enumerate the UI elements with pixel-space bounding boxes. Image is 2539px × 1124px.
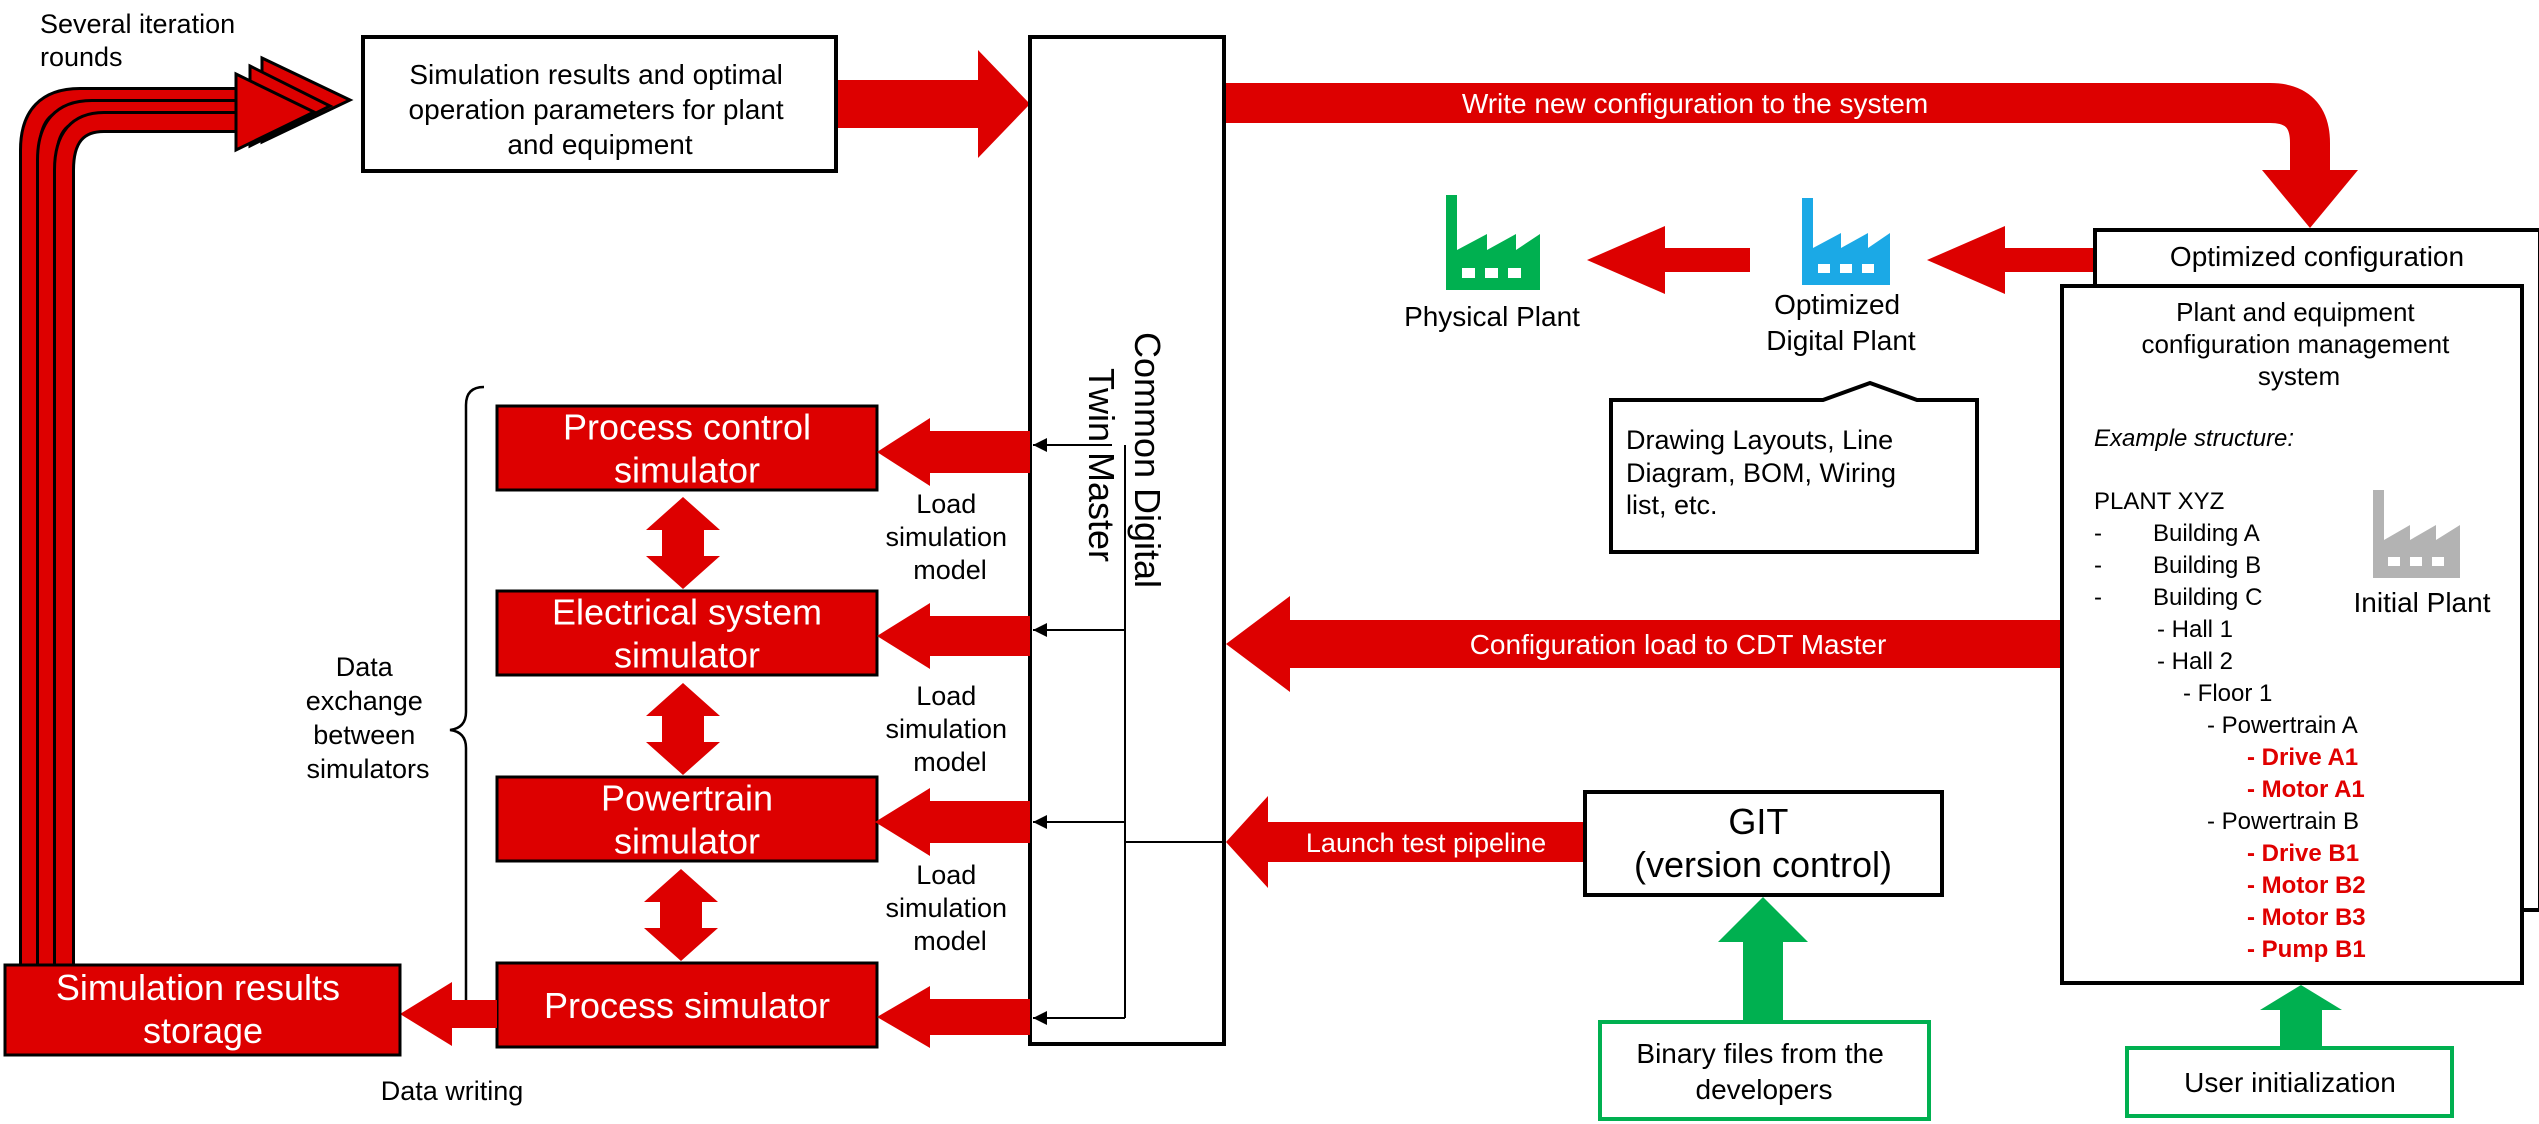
data-exchange-label: Data exchange between simulators bbox=[306, 652, 431, 784]
example-structure-label: Example structure: bbox=[2094, 425, 2294, 452]
physical-plant-label: Physical Plant bbox=[1404, 301, 1580, 332]
user-init-label: User initialization bbox=[2184, 1067, 2396, 1098]
optimized-plant-label: Optimized Digital Plant bbox=[1766, 289, 1916, 356]
callout-box bbox=[1609, 380, 1979, 554]
iteration-label: Several iteration rounds bbox=[40, 9, 243, 72]
results-to-cdt-arrow bbox=[838, 50, 1030, 158]
data-writing-label: Data writing bbox=[381, 1076, 524, 1106]
cdt-to-simulator-arrow-3 bbox=[875, 788, 1030, 856]
launch-test-arrow bbox=[1226, 796, 1583, 888]
cdt-master-label: Common Digital Twin Master bbox=[1081, 332, 1168, 598]
process-to-storage-arrow bbox=[400, 982, 497, 1046]
tree-item: - Powertrain A bbox=[2207, 712, 2358, 739]
tree-item: - Floor 1 bbox=[2183, 680, 2272, 707]
storage-box bbox=[3, 963, 402, 1057]
load-label-2: Load simulation model bbox=[885, 681, 1014, 777]
binary-files-box bbox=[1598, 1020, 1931, 1121]
user-init-box bbox=[2125, 1046, 2454, 1118]
config-to-optimized-arrow bbox=[1927, 226, 2093, 294]
write-config-label: Write new configuration to the system bbox=[1462, 88, 1928, 119]
optimized-plant-factory-icon bbox=[1802, 198, 1890, 285]
cdt-internal-lines bbox=[1124, 445, 1224, 1018]
tree-item: - Hall 1 bbox=[2157, 616, 2233, 643]
plant-structure-tree: PLANT XYZ - Building A - Building B - Building… bbox=[2094, 488, 2366, 963]
storage-label: Simulation results storage bbox=[56, 967, 350, 1051]
simulation-results-text: Simulation results and optimal operation… bbox=[409, 59, 792, 160]
optimized-to-physical-arrow bbox=[1587, 226, 1750, 294]
tree-bullet: - bbox=[2094, 584, 2102, 611]
git-label: GIT (version control) bbox=[1634, 801, 1892, 885]
cdt-to-simulator-arrow-1 bbox=[877, 418, 1030, 486]
tree-item: - Hall 2 bbox=[2157, 648, 2233, 675]
cdt-to-simulator-arrow-2 bbox=[877, 603, 1030, 669]
git-box bbox=[1583, 790, 1944, 897]
process-simulator-box: Process simulator bbox=[495, 961, 879, 1049]
initial-plant-label: Initial Plant bbox=[2354, 587, 2491, 618]
process-simulator-label: Process simulator bbox=[544, 985, 830, 1026]
tree-bullet: - bbox=[2094, 552, 2102, 579]
config-management-box bbox=[2060, 284, 2524, 985]
load-label-1: Load simulation model bbox=[885, 489, 1014, 585]
tree-item: - Motor A1 bbox=[2247, 776, 2365, 803]
config-load-arrow bbox=[1226, 596, 2060, 692]
write-config-arrowhead bbox=[2262, 170, 2358, 228]
load-label-3: Load simulation model bbox=[885, 860, 1014, 956]
tree-item: Building C bbox=[2153, 584, 2262, 611]
tree-item: - Drive A1 bbox=[2247, 744, 2358, 771]
tree-item: Building B bbox=[2153, 552, 2261, 579]
tree-bullet: - bbox=[2094, 520, 2102, 547]
cdt-to-simulator-arrow-4 bbox=[877, 986, 1030, 1048]
tree-item: - Powertrain B bbox=[2207, 808, 2359, 835]
user-init-arrow bbox=[2260, 985, 2342, 1048]
write-config-arrow bbox=[1226, 83, 2330, 175]
cdt-master-box bbox=[1028, 35, 1226, 1046]
tree-item: - Motor B3 bbox=[2247, 904, 2366, 931]
callout-text: Drawing Layouts, Line Diagram, BOM, Wiri… bbox=[1626, 425, 1904, 520]
tree-item: - Motor B2 bbox=[2247, 872, 2366, 899]
binary-files-text: Binary files from the developers bbox=[1636, 1038, 1891, 1105]
simulation-results-box bbox=[361, 35, 838, 173]
simulator-exchange-arrows bbox=[644, 497, 720, 961]
tree-item: - Drive B1 bbox=[2247, 840, 2359, 867]
physical-plant-factory-icon bbox=[1446, 195, 1540, 290]
iteration-loop-arrows bbox=[19, 55, 354, 965]
data-exchange-bracket bbox=[449, 385, 485, 1025]
config-load-label: Configuration load to CDT Master bbox=[1470, 629, 1887, 660]
initial-plant-factory-icon bbox=[2373, 490, 2460, 578]
config-management-title: Plant and equipment configuration manage… bbox=[2141, 297, 2456, 391]
launch-test-label: Launch test pipeline bbox=[1306, 828, 1546, 858]
tree-item: Building A bbox=[2153, 520, 2260, 547]
tree-item: PLANT XYZ bbox=[2094, 488, 2224, 515]
binary-to-git-arrow bbox=[1718, 897, 1808, 1022]
tree-item: - Pump B1 bbox=[2247, 936, 2366, 963]
optimized-config-title: Optimized configuration bbox=[2170, 241, 2464, 272]
